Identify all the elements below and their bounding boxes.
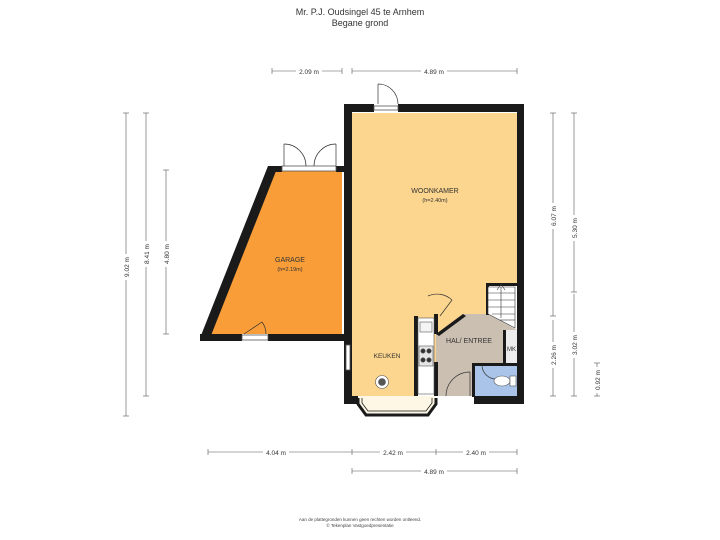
- kitchen-units: [375, 317, 435, 395]
- doors: [243, 83, 497, 397]
- garage-area: [207, 170, 342, 334]
- staircase: [487, 283, 516, 329]
- dim-right-lower-inner: 2.26 m: [551, 345, 558, 365]
- page-title: Mr. P.J. Oudsingel 45 te Arnhem: [295, 7, 425, 17]
- hal-label: HAL/ ENTREE: [446, 338, 492, 345]
- bay-window-floor: [352, 396, 436, 413]
- hal-area: [436, 314, 517, 396]
- bay-window: [356, 398, 438, 417]
- dim-bottom-mid: 2.42 m: [383, 450, 403, 457]
- meter-cupboard-area: [505, 330, 517, 365]
- keuken-label: KEUKEN: [374, 353, 401, 360]
- dim-right-lower-outer: 0.92 m: [595, 370, 602, 390]
- dim-top-left: 2.09 m: [299, 69, 319, 76]
- mk-label: MK: [507, 347, 516, 353]
- dim-bottom-left: 4.04 m: [266, 450, 286, 457]
- dim-right-lower-mid: 3.02 m: [572, 335, 579, 355]
- windows: [241, 105, 399, 371]
- dim-left-inner: 4.80 m: [164, 244, 171, 264]
- woonkamer-area: [352, 113, 517, 396]
- floor-subtitle: Begane grond: [331, 18, 389, 28]
- footer-disclaimer: Aan de plattegronden kunnen geen rechten…: [0, 517, 720, 529]
- dimension-labels: 2.09 m 4.89 m 9.02 m 8.41 m 4.80 m 6.07 …: [120, 66, 603, 476]
- toilet: [493, 375, 517, 387]
- room-labels: WOONKAMER (h=2.40m) GARAGE (h=2.19m) KEU…: [275, 188, 516, 360]
- woonkamer-label: WOONKAMER: [411, 188, 458, 195]
- dim-bottom-right: 2.40 m: [466, 450, 486, 457]
- dim-bottom-total: 4.89 m: [424, 469, 444, 476]
- footer-line-1: Aan de plattegronden kunnen geen rechten…: [298, 517, 422, 522]
- dim-right-upper-inner: 6.07 m: [551, 206, 558, 226]
- footer-line-2: © Tekenplan Vastgoedpresentatie: [326, 523, 394, 528]
- garage-height: (h=2.19m): [277, 267, 302, 273]
- garage-label: GARAGE: [275, 257, 305, 264]
- dim-left-mid: 8.41 m: [144, 244, 151, 264]
- woonkamer-height: (h=2.40m): [422, 198, 447, 204]
- dim-left-outer: 9.02 m: [124, 257, 131, 277]
- dim-top-right: 4.89 m: [424, 69, 444, 76]
- dim-right-upper-outer: 5.30 m: [572, 218, 579, 238]
- walls: [200, 104, 524, 404]
